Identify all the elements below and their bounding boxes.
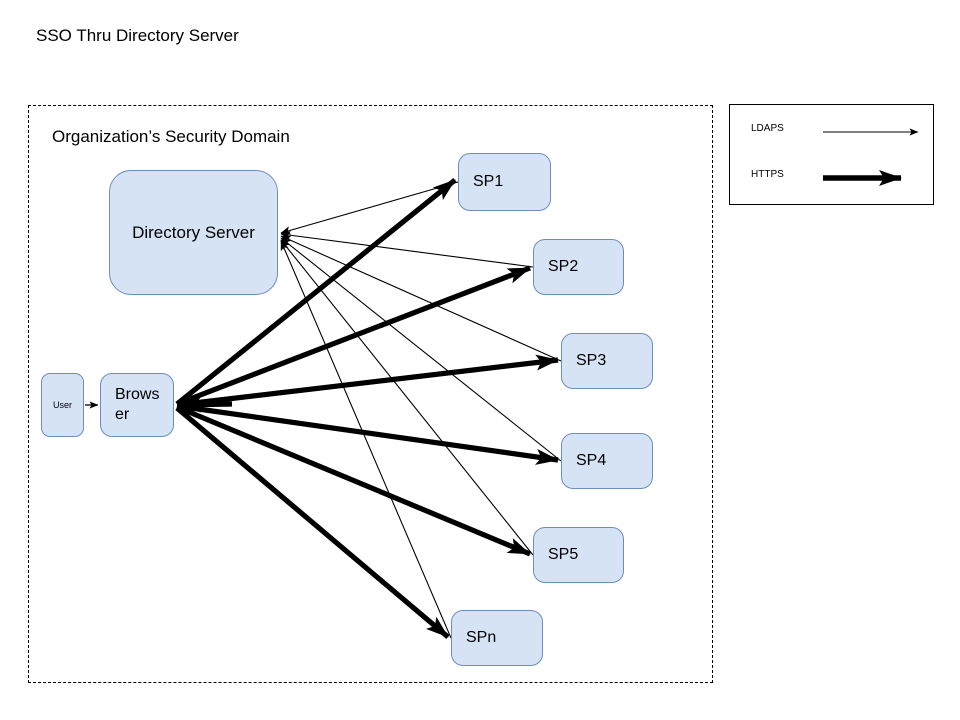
legend-item-ldaps: LDAPS (730, 119, 933, 145)
node-sp1-label: SP1 (473, 173, 504, 190)
legend-item-https: HTTPS (730, 165, 933, 191)
node-user-label: User (52, 400, 72, 410)
node-sp3[interactable]: SP3 (561, 333, 653, 389)
node-sp4-label: SP4 (576, 452, 607, 469)
node-sp2[interactable]: SP2 (533, 239, 624, 295)
node-sp5[interactable]: SP5 (533, 527, 624, 583)
node-browser-label: Browser (115, 386, 160, 423)
node-sp4[interactable]: SP4 (561, 433, 653, 489)
node-sp2-label: SP2 (548, 258, 579, 275)
node-user[interactable]: User (41, 373, 84, 437)
node-spn-label: SPn (466, 629, 497, 646)
node-sp3-label: SP3 (576, 352, 607, 369)
legend-thin-arrow-icon (823, 128, 919, 136)
node-directory-server[interactable]: Directory Server (109, 170, 278, 295)
legend-item-ldaps-label: LDAPS (751, 123, 784, 134)
security-domain-label: Organization’s Security Domain (52, 127, 290, 146)
page-title: SSO Thru Directory Server (36, 26, 239, 45)
node-browser[interactable]: Browser (100, 373, 174, 437)
security-domain-boundary (28, 105, 713, 683)
legend-item-https-label: HTTPS (751, 169, 784, 180)
legend-thick-arrow-icon (823, 170, 902, 186)
legend: LDAPS HTTPS (729, 104, 934, 205)
node-directory-server-label: Directory Server (132, 222, 255, 242)
node-spn[interactable]: SPn (451, 610, 543, 666)
node-sp5-label: SP5 (548, 546, 579, 563)
node-sp1[interactable]: SP1 (458, 153, 551, 211)
